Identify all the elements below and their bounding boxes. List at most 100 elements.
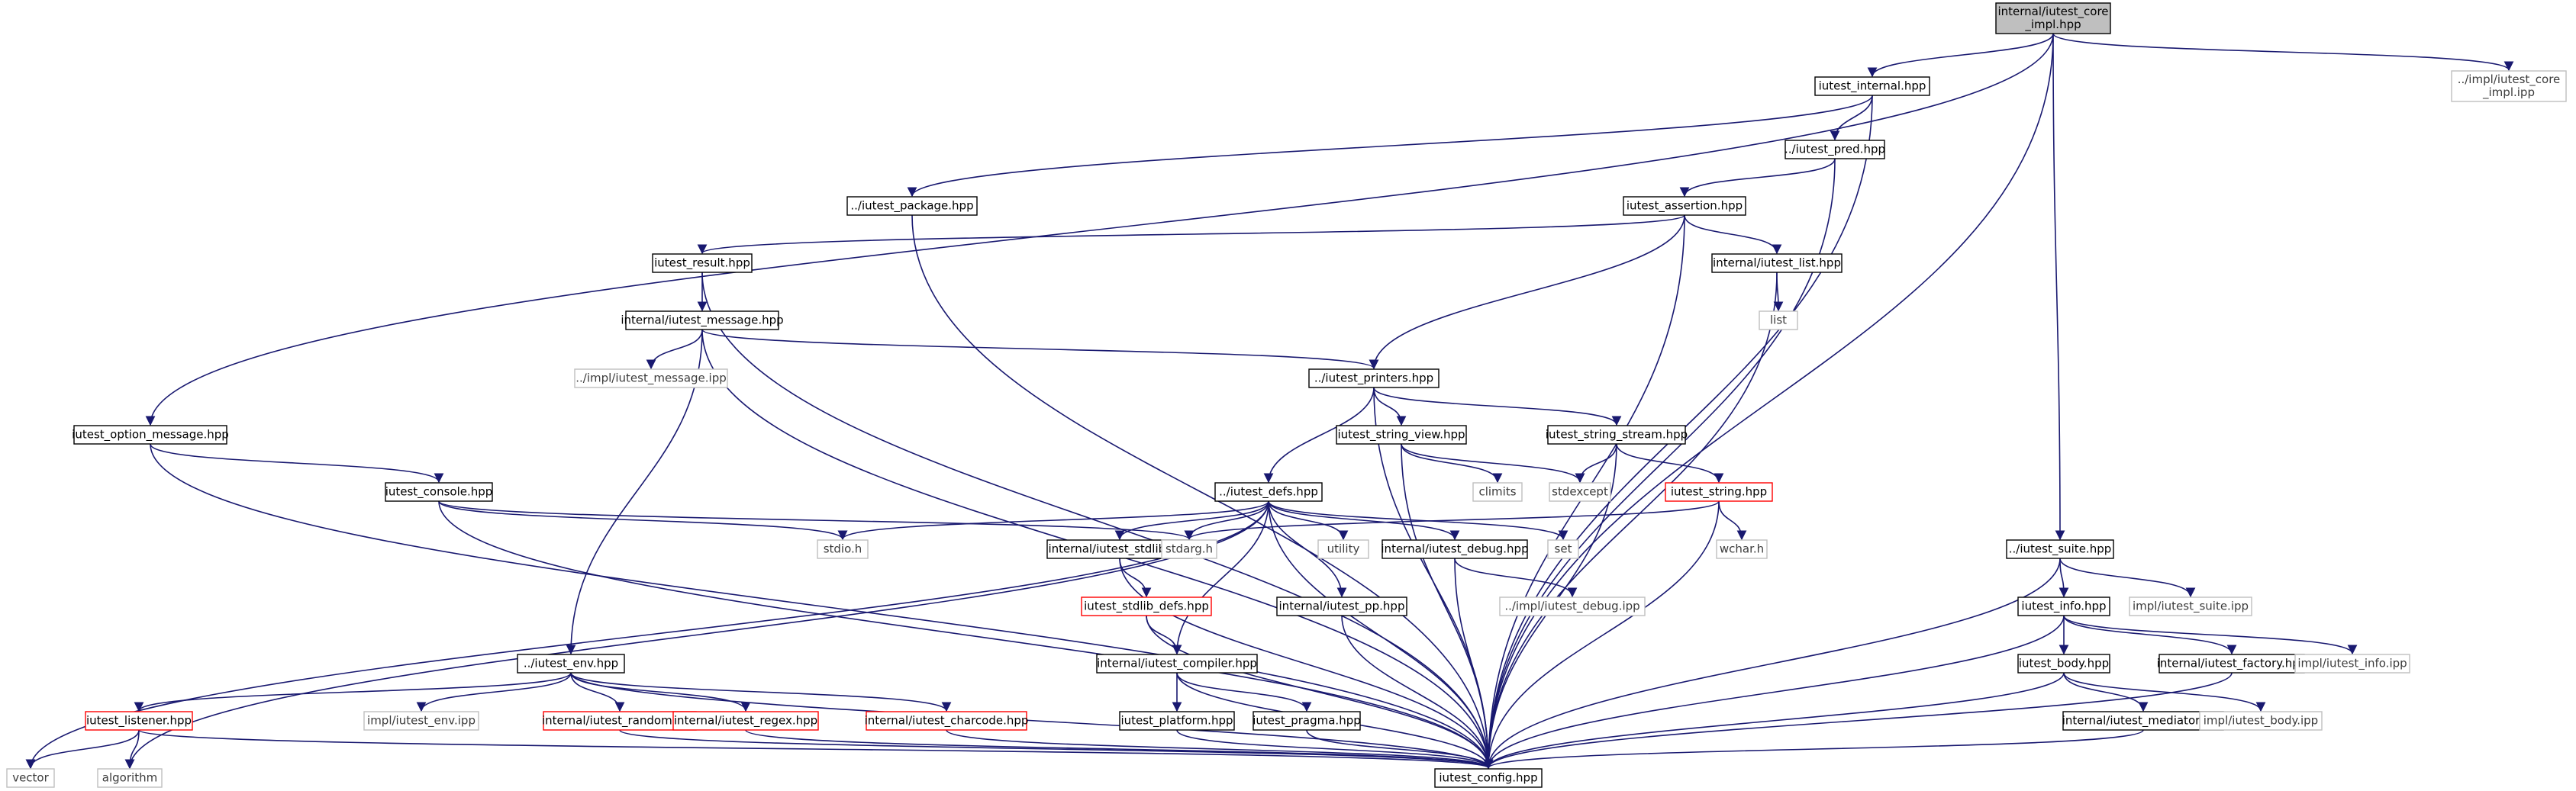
node-utility[interactable]: utility xyxy=(1317,539,1369,559)
node-stdlib_defs[interactable]: iutest_stdlib_defs.hpp xyxy=(1081,596,1212,616)
node-label-stdio: stdio.h xyxy=(824,542,862,556)
edge-defs-to-config xyxy=(1268,500,1494,770)
node-label-random: internal/iutest_random.hpp xyxy=(542,714,698,728)
node-console[interactable]: iutest_console.hpp xyxy=(385,482,493,502)
node-printers[interactable]: ../iutest_printers.hpp xyxy=(1308,368,1440,388)
node-message_ipp[interactable]: ../impl/iutest_message.ipp xyxy=(574,368,728,388)
node-platform[interactable]: iutest_platform.hpp xyxy=(1119,711,1235,731)
node-env_ipp[interactable]: impl/iutest_env.ipp xyxy=(363,711,479,731)
node-pp[interactable]: internal/iutest_pp.hpp xyxy=(1276,596,1407,616)
node-climits[interactable]: climits xyxy=(1472,482,1523,502)
node-label-stdexcept: stdexcept xyxy=(1552,485,1608,499)
node-assertion[interactable]: iutest_assertion.hpp xyxy=(1623,196,1746,216)
edge-message-to-printers xyxy=(701,329,1379,370)
node-package[interactable]: ../iutest_package.hpp xyxy=(846,196,978,216)
node-string_view[interactable]: iutest_string_view.hpp xyxy=(1336,425,1467,445)
node-label-wchar: wchar.h xyxy=(1720,542,1764,556)
node-listener[interactable]: iutest_listener.hpp xyxy=(85,711,193,731)
node-label-stdlib_defs: iutest_stdlib_defs.hpp xyxy=(1084,600,1209,614)
node-label-printers: ../iutest_printers.hpp xyxy=(1314,371,1433,386)
edge-charcode-to-config xyxy=(946,729,1494,770)
node-box-debug_ipp xyxy=(1499,596,1646,616)
edge-printers-to-string_stream xyxy=(1373,387,1622,426)
node-box-info xyxy=(2017,596,2110,616)
node-label-option_message: iutest_option_message.hpp xyxy=(72,428,229,442)
edge-defs-to-stdlib xyxy=(1114,500,1269,541)
node-label-info: iutest_info.hpp xyxy=(2021,600,2106,614)
node-defs[interactable]: ../iutest_defs.hpp xyxy=(1214,482,1323,502)
edge-debug-to-config xyxy=(1454,558,1494,770)
node-stdio[interactable]: stdio.h xyxy=(817,539,869,559)
edge-internal-to-package xyxy=(907,95,1873,198)
node-env[interactable]: ../iutest_env.hpp xyxy=(517,654,625,674)
node-label-root: internal/iutest_core xyxy=(1997,5,2108,19)
node-label-stdarg: stdarg.h xyxy=(1165,542,1213,556)
node-string_stream[interactable]: iutest_string_stream.hpp xyxy=(1546,425,1688,445)
edge-string_view-to-climits xyxy=(1401,443,1503,484)
node-random[interactable]: internal/iutest_random.hpp xyxy=(542,711,698,731)
node-body[interactable]: iutest_body.hpp xyxy=(2017,654,2110,674)
edge-option_message-to-console xyxy=(150,443,444,484)
node-suite[interactable]: ../iutest_suite.hpp xyxy=(2006,539,2114,559)
node-list[interactable]: list xyxy=(1759,310,1798,330)
node-body_ipp[interactable]: impl/iutest_body.ipp xyxy=(2199,711,2323,731)
node-box-vector xyxy=(6,768,55,788)
node-info_ipp[interactable]: impl/iutest_info.ipp xyxy=(2294,654,2410,674)
edge-stdlib-to-config xyxy=(1119,558,1494,770)
node-algorithm[interactable]: algorithm xyxy=(97,768,163,788)
node-vector[interactable]: vector xyxy=(6,768,55,788)
node-config[interactable]: iutest_config.hpp xyxy=(1434,768,1543,788)
node-pred[interactable]: ../iutest_pred.hpp xyxy=(1785,140,1885,159)
node-label-string_view: iutest_string_view.hpp xyxy=(1337,428,1465,442)
node-wchar[interactable]: wchar.h xyxy=(1716,539,1768,559)
node-label-stdlib: internal/iutest_stdlib.hpp xyxy=(1049,542,1191,557)
node-label-core_ipp: ../impl/iutest_core xyxy=(2458,72,2561,87)
node-debug[interactable]: internal/iutest_debug.hpp xyxy=(1381,539,1529,559)
node-pragma[interactable]: iutest_pragma.hpp xyxy=(1253,711,1361,731)
node-stdarg[interactable]: stdarg.h xyxy=(1161,539,1217,559)
node-label-list: list xyxy=(1770,314,1787,327)
node-box-result xyxy=(652,253,753,273)
edge-debug-to-debug_ipp xyxy=(1454,558,1578,598)
edge-defs-to-utility xyxy=(1268,500,1349,541)
edge-info-to-factory xyxy=(2063,615,2237,655)
node-result[interactable]: iutest_result.hpp xyxy=(652,253,753,273)
node-suite_ipp[interactable]: impl/iutest_suite.ipp xyxy=(2129,596,2252,616)
node-label-climits: climits xyxy=(1478,485,1516,499)
node-mediator[interactable]: internal/iutest_mediator.hpp xyxy=(2062,711,2224,731)
node-box-list_hpp xyxy=(1711,253,1843,273)
edge-console-to-config xyxy=(438,500,1494,770)
node-charcode[interactable]: internal/iutest_charcode.hpp xyxy=(865,711,1029,731)
node-compiler[interactable]: internal/iutest_compiler.hpp xyxy=(1096,654,1258,674)
node-label-utility: utility xyxy=(1327,542,1360,556)
node-option_message[interactable]: iutest_option_message.hpp xyxy=(72,425,229,445)
edge-env-to-env_ipp xyxy=(416,672,572,712)
node-set[interactable]: set xyxy=(1547,539,1579,559)
node-label-env_ipp: impl/iutest_env.ipp xyxy=(367,714,476,728)
node-root[interactable]: internal/iutest_core_impl.hpp xyxy=(1995,2,2111,34)
node-label-message: internal/iutest_message.hpp xyxy=(621,314,783,328)
node-list_hpp[interactable]: internal/iutest_list.hpp xyxy=(1711,253,1843,273)
node-iutest_string[interactable]: iutest_string.hpp xyxy=(1665,482,1773,502)
node-stdexcept[interactable]: stdexcept xyxy=(1549,482,1611,502)
node-box-wchar xyxy=(1716,539,1768,559)
node-box-option_message xyxy=(73,425,227,445)
node-box-pragma xyxy=(1253,711,1361,731)
node-regex[interactable]: internal/iutest_regex.hpp xyxy=(672,711,819,731)
node-box-list xyxy=(1759,310,1798,330)
node-factory[interactable]: internal/iutest_factory.hpp xyxy=(2157,654,2307,674)
node-message[interactable]: internal/iutest_message.hpp xyxy=(621,310,784,330)
node-label-list_hpp: internal/iutest_list.hpp xyxy=(1713,256,1841,271)
node-info[interactable]: iutest_info.hpp xyxy=(2017,596,2110,616)
node-internal[interactable]: iutest_internal.hpp xyxy=(1814,76,1930,96)
node-debug_ipp[interactable]: ../impl/iutest_debug.ipp xyxy=(1499,596,1646,616)
node-core_ipp[interactable]: ../impl/iutest_core_impl.ipp xyxy=(2451,70,2567,102)
edge-stdlib-to-stdlib_defs xyxy=(1119,558,1152,598)
node-box-charcode xyxy=(866,711,1027,731)
edge-string_stream-to-iutest_string xyxy=(1616,443,1724,484)
node-label-message_ipp: ../impl/iutest_message.ipp xyxy=(575,371,726,386)
edge-defs-to-stdio xyxy=(837,500,1269,541)
edge-root-to-internal xyxy=(1867,33,2054,78)
node-label-mediator: internal/iutest_mediator.hpp xyxy=(2062,714,2224,728)
